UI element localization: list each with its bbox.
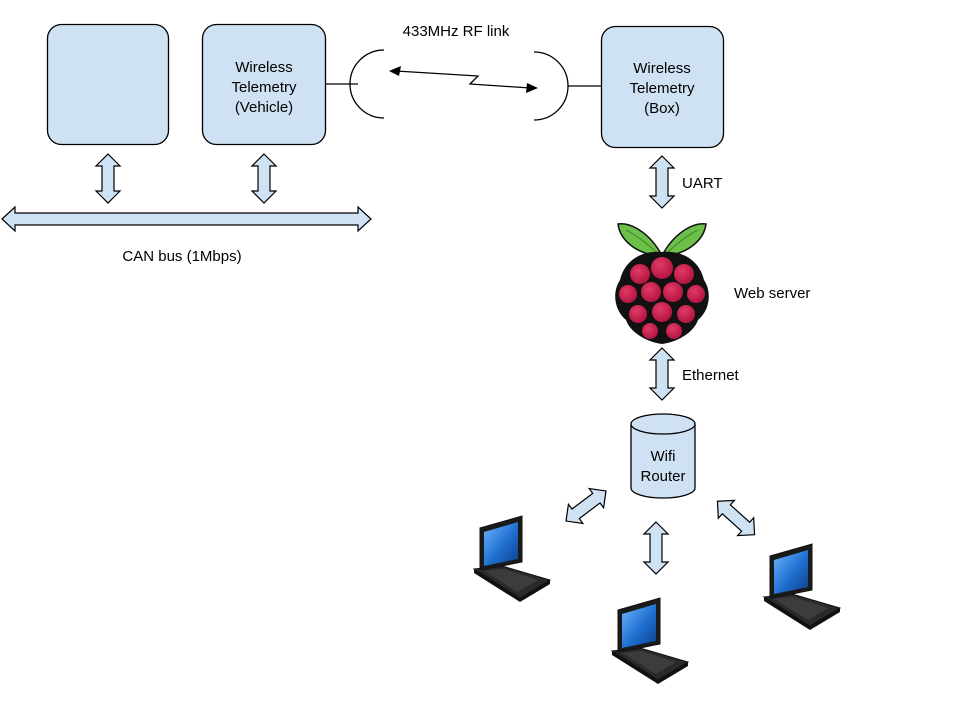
telemetry-box-label-line3: (Box) bbox=[644, 100, 680, 117]
can-link-arrow-2 bbox=[250, 153, 278, 204]
telemetry-vehicle-box bbox=[201, 23, 327, 146]
telemetry-box-box bbox=[600, 25, 725, 149]
rf-link-zigzag-arrow bbox=[395, 70, 531, 89]
web-server-label: Web server bbox=[734, 285, 810, 302]
can-bus-arrow bbox=[1, 205, 372, 233]
raspberry-pi-icon bbox=[615, 223, 709, 344]
ethernet-arrow bbox=[648, 347, 676, 401]
wifi-router-cylinder bbox=[630, 413, 696, 499]
can-link-arrow-1 bbox=[94, 153, 122, 204]
unnamed-device-box bbox=[46, 23, 170, 146]
box-antenna-icon bbox=[533, 51, 569, 121]
rf-arrowhead-right bbox=[526, 83, 538, 93]
router-laptop-right-arrow bbox=[716, 499, 756, 537]
laptop-icon bbox=[611, 597, 689, 685]
telemetry-box-label-line2: Telemetry bbox=[629, 80, 695, 97]
uart-arrow bbox=[648, 155, 676, 209]
telemetry-vehicle-label-line3: (Vehicle) bbox=[235, 99, 293, 116]
vehicle-antenna-icon bbox=[349, 49, 385, 119]
telemetry-box-label-line1: Wireless bbox=[633, 60, 691, 77]
laptop-icon bbox=[473, 515, 551, 603]
router-label-line1: Wifi bbox=[651, 448, 676, 465]
telemetry-vehicle-label-line1: Wireless bbox=[235, 59, 293, 76]
ethernet-label: Ethernet bbox=[682, 367, 740, 384]
rf-arrowhead-left bbox=[389, 66, 401, 76]
uart-label: UART bbox=[682, 175, 723, 192]
router-laptop-left-arrow bbox=[565, 487, 607, 525]
rf-link-label: 433MHz RF link bbox=[403, 23, 510, 40]
router-laptop-center-arrow bbox=[642, 521, 670, 575]
telemetry-vehicle-label-line2: Telemetry bbox=[231, 79, 297, 96]
can-bus-label: CAN bus (1Mbps) bbox=[122, 248, 241, 265]
router-label-line2: Router bbox=[640, 468, 685, 485]
laptop-icon bbox=[763, 543, 841, 631]
